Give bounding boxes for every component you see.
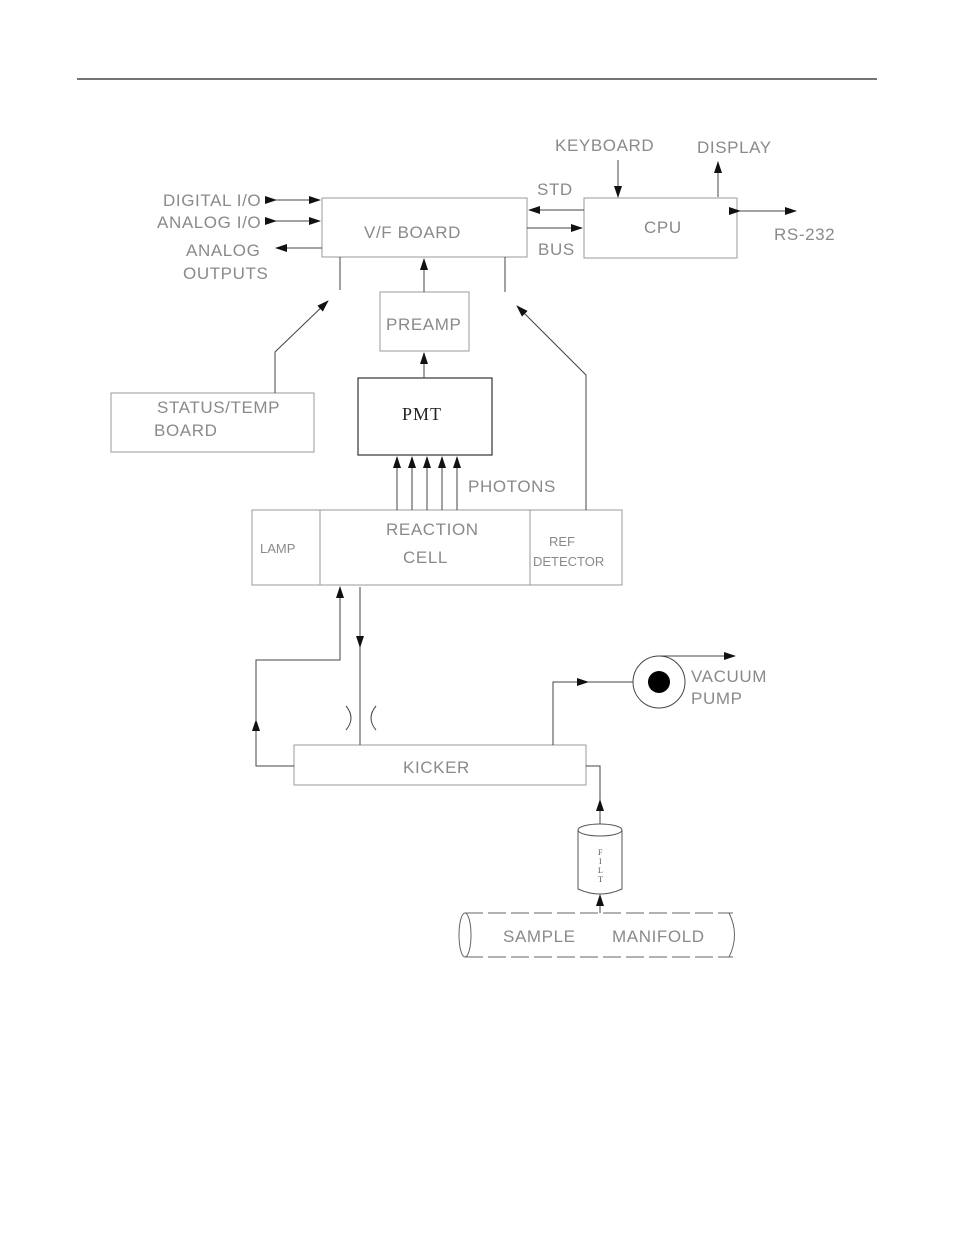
keyboard-label: KEYBOARD bbox=[555, 136, 654, 155]
manifold-right-end bbox=[729, 913, 735, 957]
filter-top bbox=[578, 824, 622, 836]
preamp-label: PREAMP bbox=[386, 315, 461, 334]
return-line-up bbox=[256, 720, 294, 766]
lamp-label: LAMP bbox=[260, 541, 295, 556]
cell-label: CELL bbox=[403, 548, 448, 567]
rs232-label: RS-232 bbox=[774, 225, 835, 244]
kicker-to-pump-line bbox=[553, 682, 588, 745]
manifold-label: MANIFOLD bbox=[612, 927, 705, 946]
digital-io-label: DIGITAL I/O bbox=[163, 191, 261, 210]
vf-board-label: V/F BOARD bbox=[364, 223, 461, 242]
filter-letter-i: I bbox=[599, 857, 602, 866]
reaction-label: REACTION bbox=[386, 520, 479, 539]
filter-letter-t: T bbox=[598, 875, 603, 884]
orifice-left bbox=[346, 706, 351, 730]
analog-label: ANALOG bbox=[186, 241, 260, 260]
vacuum-pump-inner bbox=[648, 671, 670, 693]
detector-label: DETECTOR bbox=[533, 554, 604, 569]
filter-letter-l: L bbox=[598, 866, 603, 875]
photons-label: PHOTONS bbox=[468, 477, 556, 496]
manifold-left-end bbox=[459, 913, 471, 957]
cpu-label: CPU bbox=[644, 218, 682, 237]
display-label: DISPLAY bbox=[697, 138, 772, 157]
ref-detector-box bbox=[530, 510, 622, 585]
sample-label: SAMPLE bbox=[503, 927, 576, 946]
ref-label: REF bbox=[549, 534, 575, 549]
std-label: STD bbox=[537, 180, 573, 199]
kicker-label: KICKER bbox=[403, 758, 470, 777]
filter-letter-f: F bbox=[598, 848, 603, 857]
status-temp-label: STATUS/TEMP bbox=[157, 398, 280, 417]
return-line-to-cell bbox=[256, 587, 340, 722]
board-label: BOARD bbox=[154, 421, 217, 440]
outputs-label: OUTPUTS bbox=[183, 264, 268, 283]
pmt-label: PMT bbox=[402, 404, 442, 424]
bus-label: BUS bbox=[538, 240, 575, 259]
filter-to-kicker-line bbox=[586, 766, 600, 824]
analog-io-label: ANALOG I/O bbox=[157, 213, 261, 232]
vacuum-label: VACUUM bbox=[691, 667, 767, 686]
status-to-vf-line bbox=[275, 301, 328, 393]
pump-label: PUMP bbox=[691, 689, 743, 708]
orifice-right bbox=[371, 706, 376, 730]
